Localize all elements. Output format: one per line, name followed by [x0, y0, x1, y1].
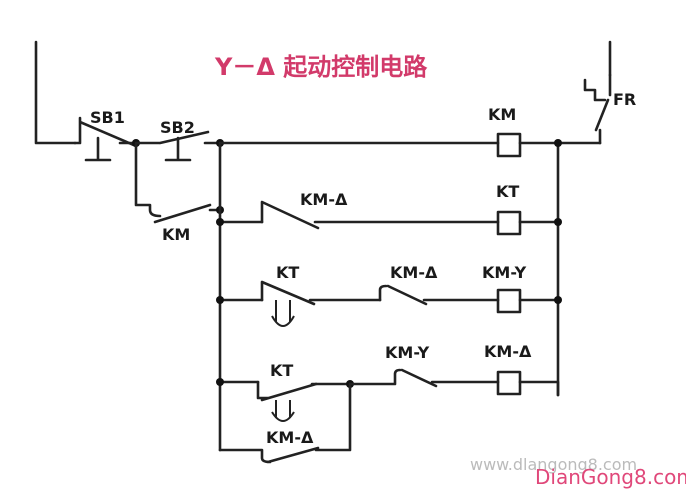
- km-delta-holding-contact: [218, 382, 352, 464]
- sb2-label: SB2: [160, 118, 195, 137]
- km-delta-row3-label: KM-Δ: [390, 263, 438, 282]
- kt-coil: [496, 210, 522, 236]
- kt-row3-label: KT: [276, 263, 299, 282]
- km-delta-holding-label: KM-Δ: [266, 428, 314, 447]
- km-y-row4-contact: [348, 368, 500, 388]
- kt-timed-nc-contact: [260, 280, 382, 327]
- diagram-title: Y－Δ 起动控制电路: [214, 53, 428, 81]
- sb1-stop-button: [73, 116, 138, 162]
- km-delta-coil-label: KM-Δ: [484, 342, 532, 361]
- kt-timed-row4-contact: [256, 380, 352, 422]
- km-coil: [496, 132, 522, 158]
- sb1-label: SB1: [90, 108, 125, 127]
- km-y-coil: [496, 288, 522, 314]
- junction-dot: [216, 378, 224, 386]
- kt-coil-label: KT: [496, 182, 519, 201]
- kt-row4-label: KT: [270, 361, 293, 380]
- junction-dot: [554, 296, 562, 304]
- junction-dot: [554, 139, 562, 147]
- km-delta-nc-contact: [260, 200, 500, 230]
- sb2-start-button: [134, 130, 222, 162]
- km-holding-label: KM: [162, 225, 190, 244]
- left-supply-wire: [34, 40, 77, 145]
- watermark-url: www.dlangong8.com: [470, 455, 637, 474]
- km-delta-coil: [496, 370, 522, 396]
- junction-dot: [216, 296, 224, 304]
- km-delta-row3-contact: [378, 284, 500, 306]
- watermark-brand: DianGong8.com: [535, 465, 686, 489]
- junction-dot: [216, 218, 224, 226]
- fr-label: FR: [613, 90, 636, 109]
- row4-right-wire: [518, 380, 560, 397]
- km-y-coil-label: KM-Y: [482, 263, 527, 282]
- fr-thermal-relay-contact: [583, 73, 612, 145]
- junction-dot: [554, 218, 562, 226]
- km-coil-label: KM: [488, 105, 516, 124]
- km-delta-nc-label: KM-Δ: [300, 190, 348, 209]
- km-y-row4-label: KM-Y: [385, 343, 430, 362]
